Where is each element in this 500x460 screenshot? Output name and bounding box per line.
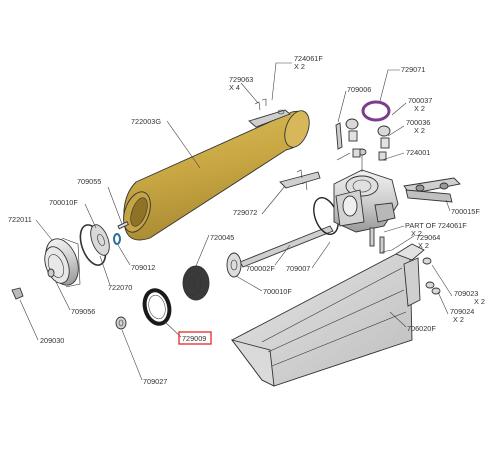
rod-700002F (226, 225, 334, 278)
nuts-709023-709024 (422, 257, 441, 295)
label-700002F: 700002F (246, 264, 275, 273)
screws-729064 (369, 227, 385, 254)
label-729064-qty: X 2 (418, 241, 429, 250)
label-700037-qty: X 2 (414, 104, 425, 113)
label-720045: 720045 (210, 233, 234, 242)
washer-709012 (113, 233, 121, 245)
leader-lines (19, 62, 453, 381)
label-709023-qty: X 2 (474, 297, 485, 306)
seal-729009 (142, 288, 172, 326)
label-700036-qty: X 2 (414, 126, 425, 135)
label-700036: 700036 (406, 118, 430, 127)
end-cap-722011 (44, 237, 81, 288)
label-700015F: 700015F (451, 207, 480, 216)
piston-disc-722070 (90, 224, 110, 256)
label-709023: 709023 (454, 289, 478, 298)
barrel-722003G (123, 110, 310, 241)
nut-709056 (47, 268, 55, 278)
label-709006: 709006 (347, 85, 371, 94)
label-724061F: 724061F (294, 54, 323, 63)
label-part-of-qty: X 2 (411, 229, 422, 238)
fitting-209030 (11, 287, 24, 300)
nut-709027 (115, 316, 127, 330)
handle-700015F (403, 177, 461, 203)
label-722011: 722011 (8, 215, 32, 224)
label-706020F: 706020F (407, 324, 436, 333)
label-724061F-qty: X 2 (294, 62, 305, 71)
label-709056: 709056 (71, 307, 95, 316)
spacer-700036 (348, 130, 390, 149)
label-700010F-b: 700010F (263, 287, 292, 296)
label-709007: 709007 (286, 264, 310, 273)
label-729063-qty: X 4 (229, 83, 240, 92)
label-709012: 709012 (131, 263, 155, 272)
label-700037: 700037 (408, 96, 432, 105)
label-729064: 729064 (416, 233, 440, 242)
label-part-of: PART OF 724061F (405, 221, 467, 230)
label-729072: 729072 (233, 208, 257, 217)
highlight-box-729009 (178, 331, 212, 345)
clip-724061F-mid (279, 171, 321, 189)
label-709027: 709027 (143, 377, 167, 386)
label-709024-qty: X 2 (453, 315, 464, 324)
nut-700037 (345, 118, 391, 137)
pin-709055 (117, 221, 129, 230)
label-724001: 724001 (406, 148, 430, 157)
pins-724001 (335, 122, 387, 161)
label-722003G: 722003G (131, 117, 161, 126)
label-700010F-a: 700010F (49, 198, 78, 207)
housing-724001 (333, 148, 399, 233)
part-labels: 724061F X 2 729063 X 4 709006 729071 700… (8, 54, 485, 386)
label-729071: 729071 (401, 65, 425, 74)
label-209030: 209030 (40, 336, 64, 345)
clip-724061F-top (248, 109, 291, 128)
screws-729063 (254, 98, 308, 191)
label-729063: 729063 (229, 75, 253, 84)
label-722070: 722070 (108, 283, 132, 292)
label-709055: 709055 (77, 177, 101, 186)
label-709024: 709024 (450, 307, 474, 316)
piston-720045 (182, 265, 210, 301)
o-ring-729071 (361, 100, 391, 122)
tray-706020F (230, 243, 425, 387)
label-729009: 729009 (182, 334, 206, 343)
